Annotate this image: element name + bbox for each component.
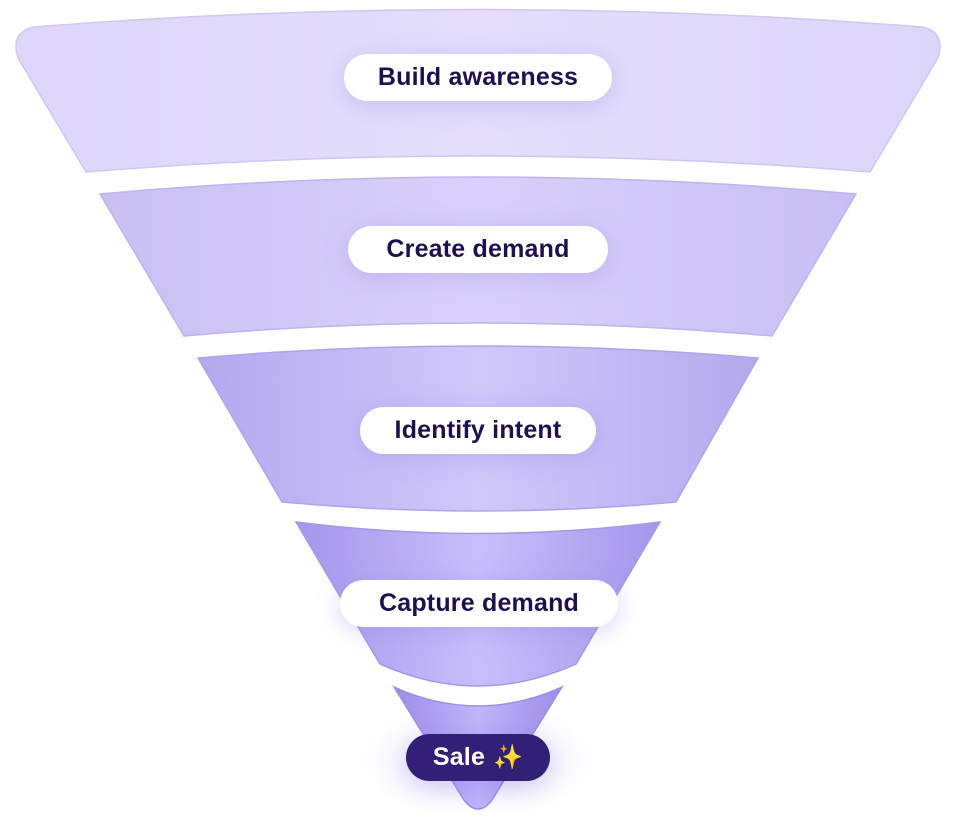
stage-label-identify-intent: Identify intent (360, 407, 596, 454)
sparkles-icon: ✨ (493, 744, 524, 771)
stage-label-text: Capture demand (378, 589, 580, 617)
stage-label-sale: Sale ✨ (406, 734, 550, 781)
stage-label-text: Sale (432, 743, 486, 771)
stage-label-build-awareness: Build awareness (344, 54, 612, 101)
stage-label-text: Create demand (386, 235, 570, 263)
stage-label-text: Identify intent (394, 416, 562, 444)
stage-label-create-demand: Create demand (348, 226, 608, 273)
stage-label-capture-demand: Capture demand (340, 580, 618, 627)
stage-label-text: Build awareness (377, 63, 579, 91)
